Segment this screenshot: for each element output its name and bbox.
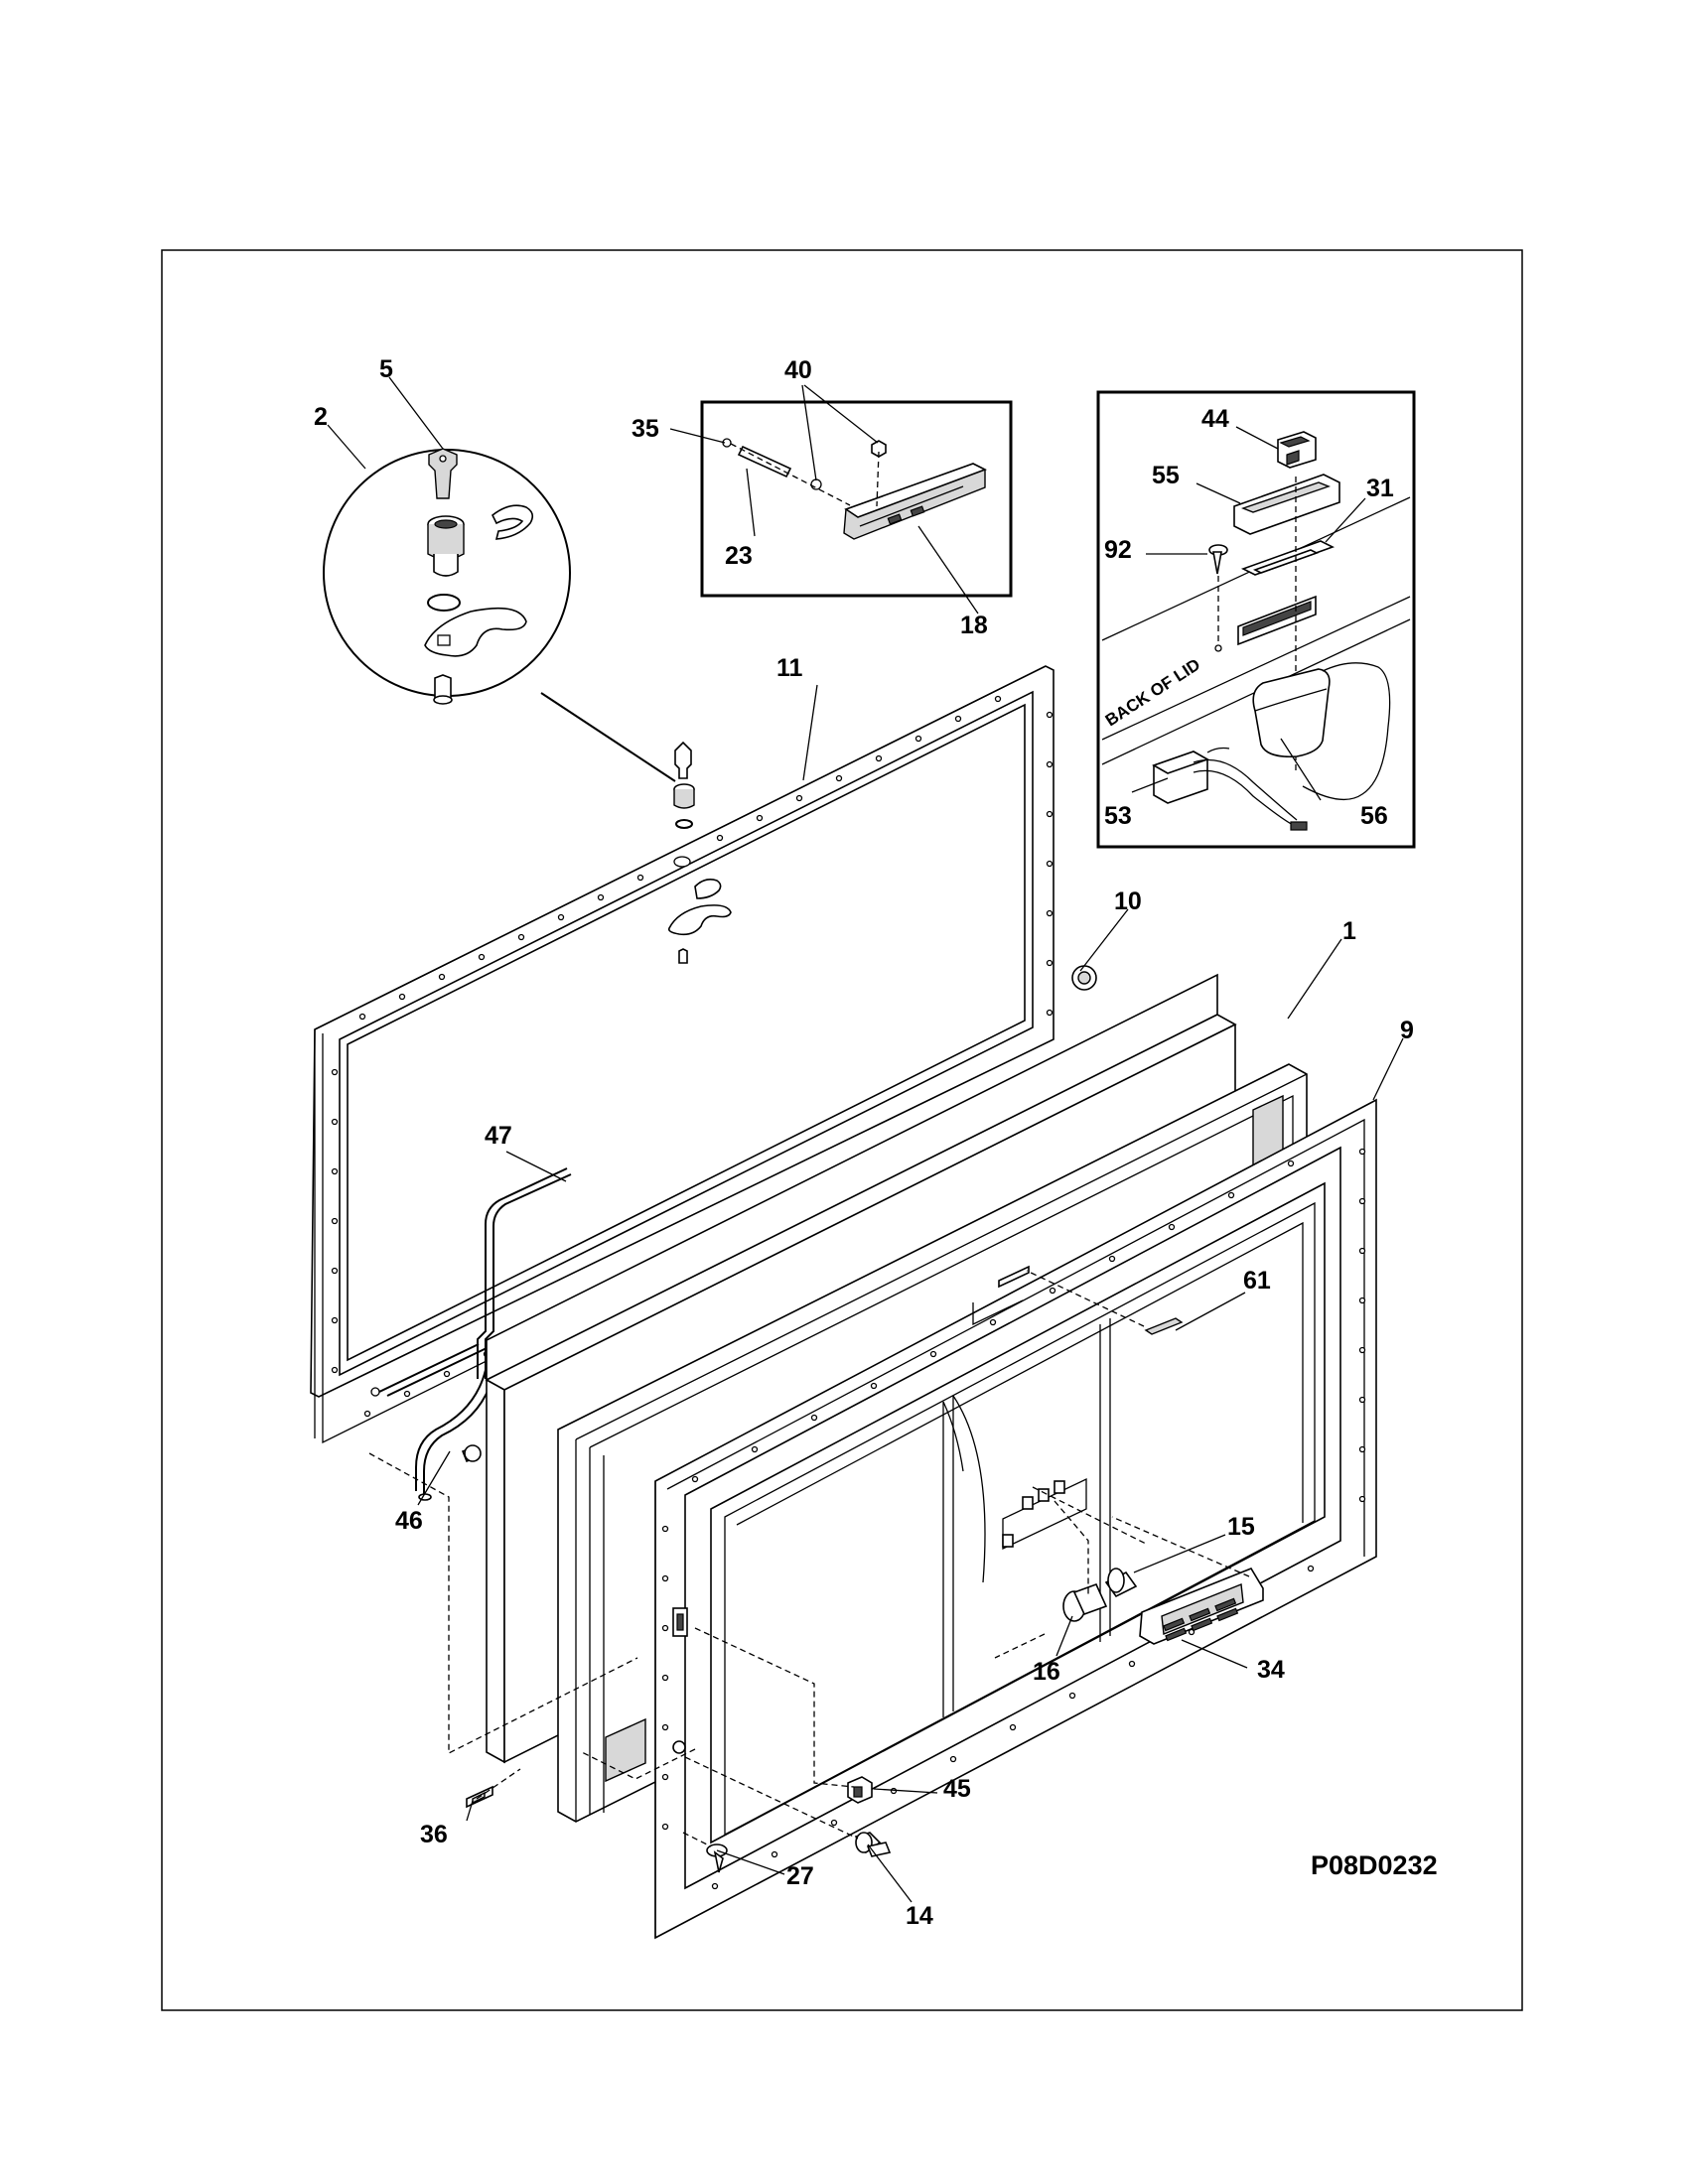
callout-10: 10 (1114, 887, 1142, 915)
callout-labels: 1 2 5 9 10 11 14 15 16 18 23 27 31 34 35 36 40 44 45 46 47 53… (314, 355, 1414, 1930)
drawing-number: P08D0232 (1311, 1850, 1438, 1880)
lock-detail-circle (323, 448, 676, 782)
diagram-border (161, 249, 1523, 2011)
callout-14: 14 (906, 1902, 933, 1930)
callout-2: 2 (314, 403, 328, 431)
callout-61: 61 (1243, 1267, 1271, 1295)
callout-56: 56 (1360, 802, 1388, 830)
callout-1: 1 (1342, 917, 1356, 945)
door-frame-holes (661, 1148, 1366, 1890)
handle-detail-box (700, 400, 1013, 598)
callout-44: 44 (1201, 405, 1229, 433)
callout-11: 11 (776, 654, 803, 682)
vent-slots (1163, 1597, 1239, 1642)
back-of-lid-label: BACK OF LID (1102, 655, 1203, 731)
callout-5: 5 (379, 355, 393, 383)
callout-40: 40 (784, 356, 812, 384)
callout-27: 27 (786, 1862, 814, 1890)
callout-16: 16 (1033, 1658, 1060, 1686)
door-frame-9 (654, 1098, 1377, 1940)
callout-55: 55 (1152, 462, 1180, 489)
callout-34: 34 (1257, 1656, 1285, 1684)
callout-23: 23 (725, 542, 753, 570)
callout-31: 31 (1366, 475, 1394, 502)
leader-lines (327, 376, 1404, 1903)
callout-45: 45 (943, 1775, 971, 1803)
callout-18: 18 (960, 612, 988, 639)
callout-47: 47 (485, 1122, 512, 1150)
callout-9: 9 (1400, 1017, 1414, 1044)
assembly-lines (368, 1270, 1250, 1847)
wire-harness-47 (370, 1167, 572, 1501)
callout-36: 36 (420, 1821, 448, 1848)
callout-53: 53 (1104, 802, 1132, 830)
callout-92: 92 (1104, 536, 1132, 564)
back-of-lid-detail-box (1096, 390, 1416, 849)
callout-15: 15 (1227, 1513, 1255, 1541)
small-parts (466, 1317, 1264, 1873)
callout-35: 35 (632, 415, 659, 443)
callout-46: 46 (395, 1507, 423, 1535)
